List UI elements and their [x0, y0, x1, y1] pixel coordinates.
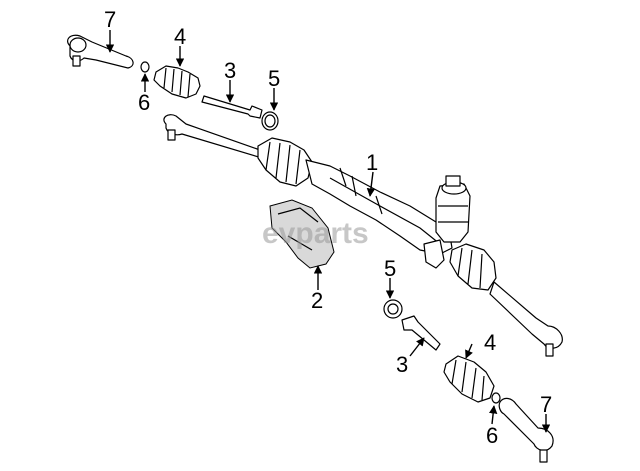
- leader-lines: [105, 30, 551, 433]
- heat-shield: [269, 199, 335, 269]
- outer-tie-rod-end-top: [67, 34, 134, 69]
- outer-tie-rod-end-bottom: [498, 397, 554, 463]
- bellows-boot-bottom: [443, 355, 495, 403]
- callout-6-bottom: 6: [486, 423, 498, 448]
- callout-7-bottom: 7: [540, 392, 552, 417]
- callout-6-top: 6: [138, 90, 150, 115]
- watermark-text: evparts: [262, 217, 369, 250]
- callout-5-bottom: 5: [384, 256, 396, 281]
- callout-4-bottom: 4: [484, 330, 496, 355]
- jam-nut-bottom: [491, 392, 501, 404]
- jam-nut-top: [140, 61, 150, 73]
- clamp-ring-bottom: [383, 299, 403, 319]
- bellows-boot-top: [153, 65, 201, 99]
- callout-2: 2: [311, 288, 323, 313]
- callout-4-top: 4: [174, 24, 186, 49]
- callout-3-top: 3: [224, 58, 236, 83]
- inner-tie-rod-top: [201, 95, 263, 119]
- callout-5-top: 5: [268, 66, 280, 91]
- clamp-ring-top: [261, 111, 279, 131]
- rack-and-pinion-assembly: [163, 114, 563, 357]
- callout-7-top: 7: [104, 7, 116, 32]
- callout-3-bottom: 3: [396, 352, 408, 377]
- callout-1: 1: [366, 150, 378, 175]
- inner-tie-rod-bottom: [401, 315, 441, 351]
